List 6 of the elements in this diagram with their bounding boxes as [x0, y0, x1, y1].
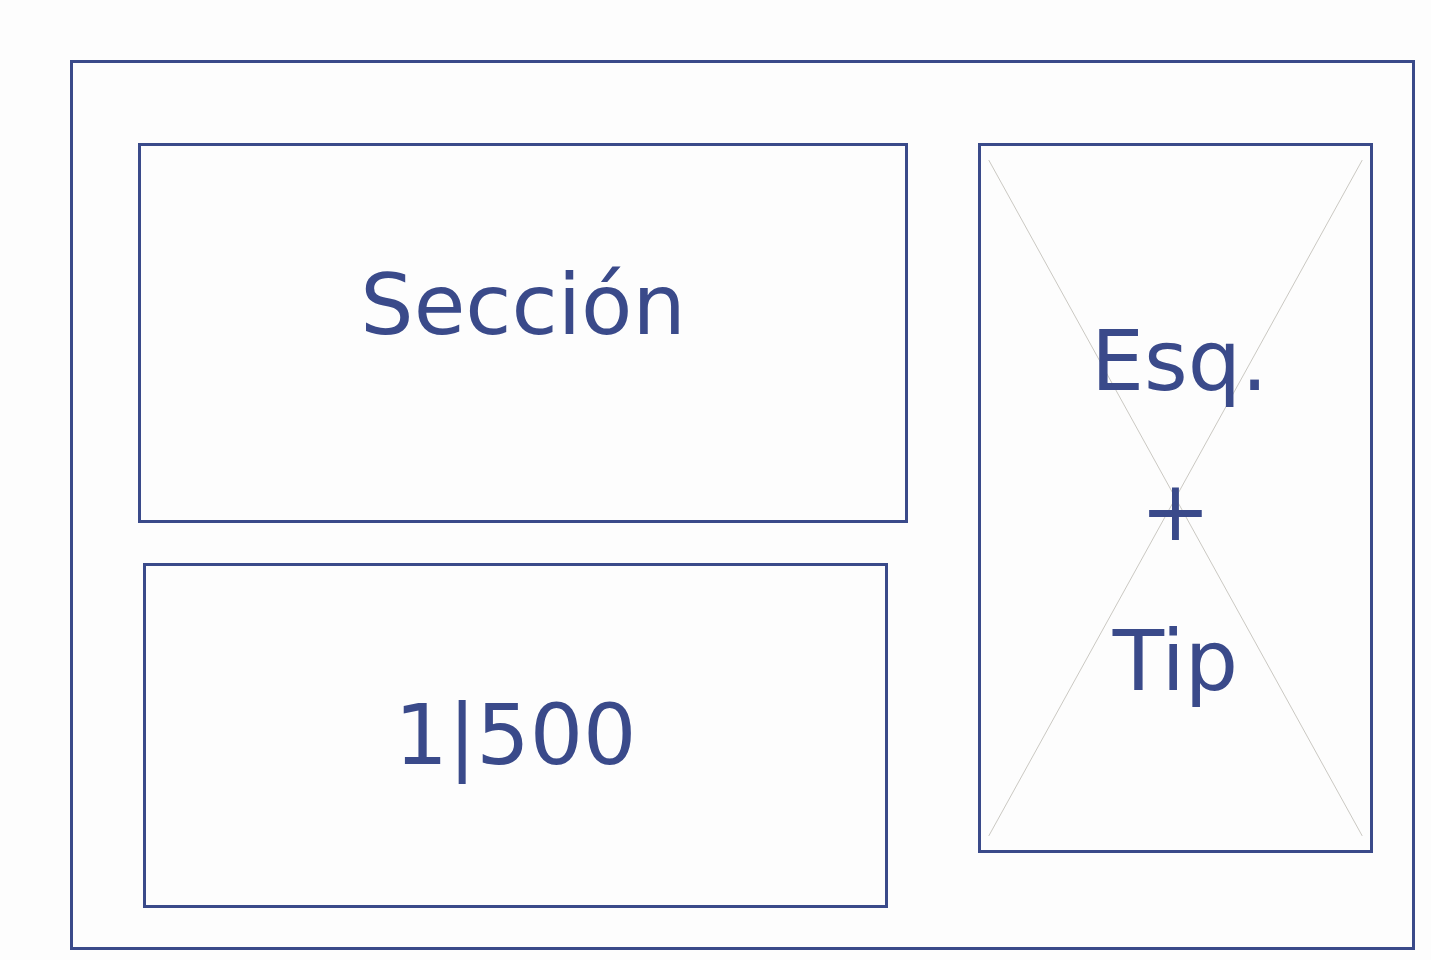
- box-label: 1|500: [393, 686, 638, 784]
- content-box: [143, 563, 888, 908]
- box-label: Sección: [359, 256, 687, 354]
- box-label: Esq. + Tip: [1091, 311, 1260, 712]
- content-box: [138, 143, 908, 523]
- frame-box: [70, 60, 1415, 950]
